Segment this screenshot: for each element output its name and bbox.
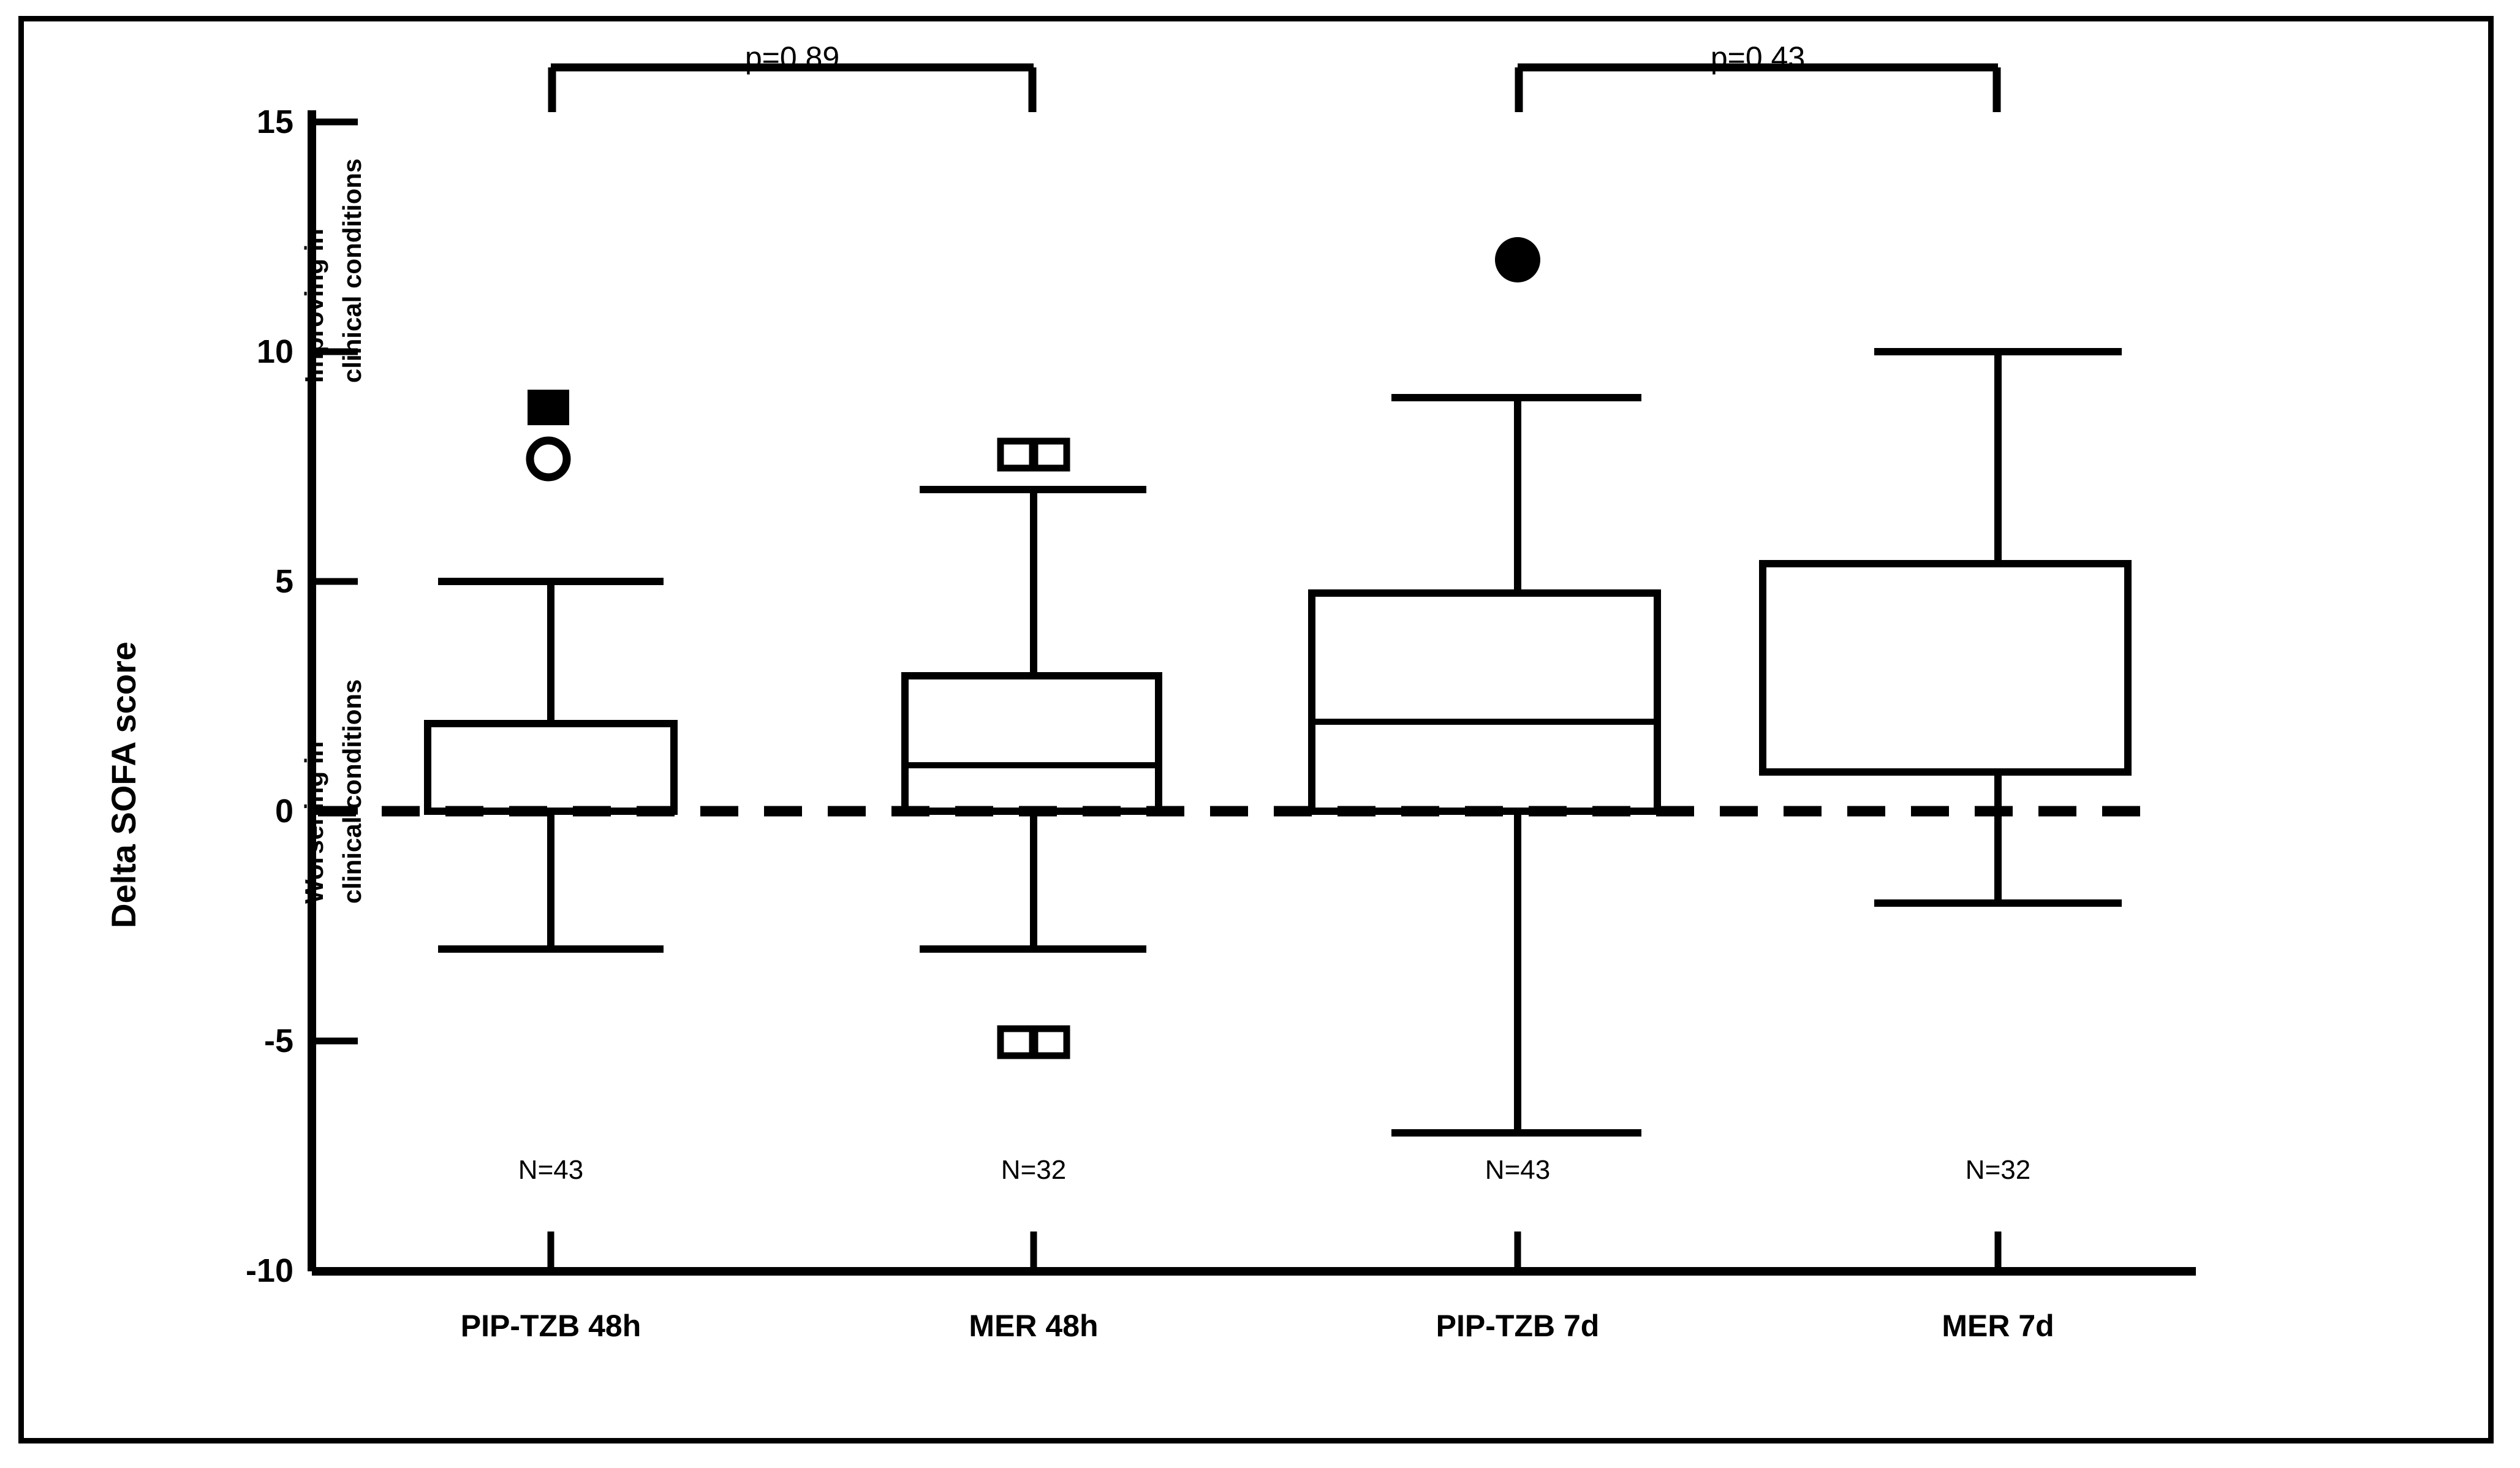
box-1[interactable] — [424, 720, 678, 815]
boxplot-canvas — [308, 63, 2196, 1276]
pvalue-label-2: p=0.43 — [1710, 40, 1806, 75]
category-label-mer-7d: MER 7d — [1942, 1309, 2054, 1343]
pvalue-label-1: p=0.89 — [744, 40, 840, 75]
outlier-open-square-2a — [997, 437, 1036, 472]
category-label-pip-tzb-48h: PIP-TZB 48h — [460, 1309, 641, 1343]
significance-bracket-1 — [548, 63, 1037, 112]
category-label-mer-48h: MER 48h — [969, 1309, 1099, 1343]
n-label-4: N=32 — [1965, 1155, 2031, 1185]
n-label-2: N=32 — [1001, 1155, 1067, 1185]
note-improving-line1: Improving in — [300, 229, 328, 383]
outlier-open-circle-1 — [526, 436, 571, 482]
n-label-3: N=43 — [1485, 1155, 1551, 1185]
y-axis-title: Delta SOFA score — [104, 641, 143, 928]
y-tick-label-neg10: -10 — [245, 1252, 293, 1289]
note-improving-line2: clinical conditions — [338, 158, 366, 383]
x-axis-ticks — [547, 1232, 2002, 1271]
y-tick-label-neg5: -5 — [263, 1023, 293, 1059]
n-label-1: N=43 — [518, 1155, 584, 1185]
box-4[interactable] — [1759, 560, 2132, 776]
outlier-open-square-2c — [997, 1025, 1036, 1059]
boxplot-group-3[interactable] — [1308, 237, 1661, 1137]
outlier-filled-square-1 — [528, 390, 569, 425]
note-worsening-line2: clinical conditions — [338, 679, 366, 904]
box-2[interactable] — [901, 672, 1162, 815]
y-tick-label-5: 5 — [274, 563, 293, 600]
outlier-open-square-2d — [1031, 1025, 1070, 1059]
outlier-open-square-2b — [1031, 437, 1070, 472]
y-tick-label-10: 10 — [256, 333, 293, 370]
note-worsening-line1: Worsening in — [300, 741, 328, 904]
box-3[interactable] — [1308, 589, 1661, 815]
category-label-pip-tzb-7d: PIP-TZB 7d — [1436, 1309, 1600, 1343]
boxplot-group-2[interactable] — [901, 437, 1162, 1059]
boxplot-group-1[interactable] — [424, 390, 678, 953]
significance-bracket-2 — [1515, 63, 2001, 112]
outlier-filled-circle-3 — [1495, 237, 1540, 282]
boxplot-group-4[interactable] — [1759, 348, 2132, 907]
y-tick-label-15: 15 — [256, 104, 293, 140]
figure-border: 15 10 5 0 -5 -10 Delta SOFA score Improv… — [18, 16, 2494, 1443]
y-tick-label-0: 0 — [274, 793, 293, 830]
